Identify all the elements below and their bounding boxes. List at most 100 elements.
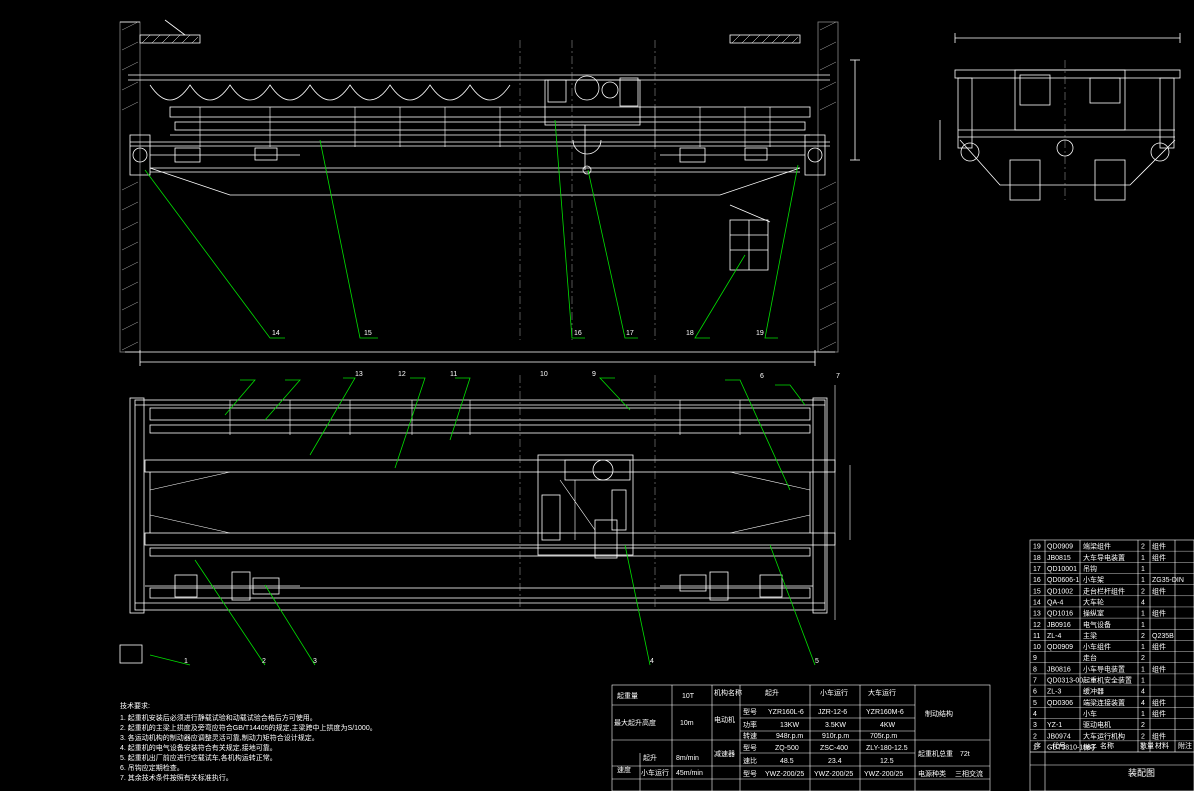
operator-cab (729, 204, 771, 271)
reducer-model-hoist: ZQ-500 (775, 745, 799, 752)
parts-row-cell: 8 (1033, 666, 1037, 673)
plan-part-labels: 13 12 11 10 9 6 7 1 2 3 4 5 (184, 371, 840, 665)
part-label-1: 1 (184, 658, 188, 665)
parts-row-cell: JB0816 (1047, 666, 1071, 673)
front-leaders (144, 119, 799, 339)
spec-label-lift-height: 最大起升高度 (614, 718, 656, 727)
parts-row-cell: 1 (1141, 666, 1145, 673)
motor-speed-hoist: 948r.p.m (776, 733, 803, 740)
parts-row-cell: 17 (1033, 566, 1041, 573)
parts-row-cell: 1 (1141, 711, 1145, 718)
technical-notes: 技术要求: 1. 起重机安装后必须进行静载试验和动载试验合格后方可使用。 2. … (120, 701, 377, 782)
parts-row-cell: QD1016 (1047, 611, 1073, 618)
parts-row-cell: 操纵室 (1083, 609, 1104, 618)
parts-row-cell: 13 (1033, 611, 1041, 618)
part-label-13: 13 (355, 371, 363, 378)
part-label-19: 19 (756, 330, 764, 337)
parts-row-cell: 主梁 (1083, 631, 1097, 640)
parts-row-cell: 10 (1033, 644, 1041, 651)
notes-title: 技术要求: (120, 701, 150, 710)
parts-row-cell: 组件 (1152, 553, 1166, 562)
travel-drive-right (660, 147, 805, 163)
motor-power-bridge: 4KW (880, 722, 896, 729)
part-label-14: 14 (272, 330, 280, 337)
brake-model-trolley: YWZ-200/25 (814, 771, 853, 778)
parts-row-cell: 1 (1033, 745, 1037, 752)
parts-row-cell: 小车 (1083, 709, 1097, 718)
part-label-6: 6 (760, 373, 764, 380)
motor-speed-bridge: 705r.p.m (870, 733, 897, 740)
parts-row-cell: QD0606-1 (1047, 577, 1079, 584)
part-label-10: 10 (540, 371, 548, 378)
parts-row-cell: 小车架 (1083, 575, 1104, 584)
plan-view (119, 375, 851, 664)
part-label-3: 3 (313, 658, 317, 665)
parts-row-cell: 9 (1033, 655, 1037, 662)
parts-header-material: 材料 (1155, 741, 1169, 750)
parts-row-cell: 组件 (1152, 664, 1166, 673)
parts-row-cell: 4 (1141, 700, 1145, 707)
brake-row-model: 型号 (743, 769, 757, 778)
parts-row-cell: 走台 (1083, 653, 1097, 662)
parts-row-cell: 2 (1141, 722, 1145, 729)
travel-drive-left (150, 147, 300, 163)
spec-value-capacity: 10T (682, 693, 695, 700)
parts-row-cell: 组件 (1152, 731, 1166, 740)
motor-power-trolley: 3.5KW (825, 722, 846, 729)
parts-row-cell: 5 (1033, 700, 1037, 707)
parts-row-cell: 1 (1141, 555, 1145, 562)
parts-row-cell: 组件 (1152, 709, 1166, 718)
spec-value-lift-height: 10m (680, 720, 694, 727)
parts-row-cell: 组件 (1152, 698, 1166, 707)
parts-row-cell: 大车导电装置 (1083, 553, 1125, 562)
parts-row-cell: 7 (1033, 678, 1037, 685)
brake-model-hoist: YWZ-200/25 (765, 771, 804, 778)
spec-label-speed: 速度 (617, 765, 631, 774)
spec-weight-value: 72t (960, 751, 970, 758)
parts-header-code: 代号 (1052, 741, 1066, 750)
parts-row-cell: 吊钩 (1083, 564, 1097, 573)
roof-hatch-right (729, 34, 801, 44)
parts-row-cell: 1 (1141, 566, 1145, 573)
parts-row-cell: 1 (1141, 577, 1145, 584)
parts-row-cell: QD10001 (1047, 566, 1077, 573)
parts-row-cell: QD0306 (1047, 700, 1073, 707)
parts-row-cell: 11 (1033, 633, 1040, 640)
parts-row-cell: QA-4 (1047, 599, 1063, 606)
left-building-wall (119, 21, 141, 353)
spec-power-type-value: 三相交流 (955, 769, 983, 778)
spec-header-trolley: 小车运行 (820, 688, 848, 697)
part-label-7: 7 (836, 373, 840, 380)
parts-row-cell: 18 (1033, 555, 1041, 562)
spec-header-bridge: 大车运行 (868, 688, 896, 697)
part-label-18: 18 (686, 330, 694, 337)
note-line: 2. 起重机的主梁上拱度及旁弯应符合GB/T14405的规定,主梁跨中上拱度为S… (120, 723, 377, 732)
part-label-15: 15 (364, 330, 372, 337)
parts-row-cell: 4 (1141, 599, 1145, 606)
motor-speed-trolley: 910r.p.m (822, 733, 849, 740)
parts-row-cell: 6 (1033, 689, 1037, 696)
spec-value-trolley-speed: 45m/min (676, 770, 703, 777)
front-elevation-view (119, 19, 860, 366)
note-line: 5. 起重机出厂前应进行空载试车,各机构运转正常。 (120, 753, 277, 762)
front-part-labels: 14 15 16 17 18 19 (272, 330, 764, 337)
parts-row-cell: 1 (1141, 611, 1145, 618)
parts-row-cell: 端梁组件 (1083, 542, 1111, 551)
festoon-cable (149, 84, 511, 101)
parts-row-cell: 16 (1033, 577, 1041, 584)
spec-label-capacity: 起重量 (617, 692, 638, 700)
parts-row-cell: QD0313-00 (1047, 678, 1083, 685)
parts-row-cell: 驱动电机 (1083, 720, 1111, 729)
reducer-group-label: 减速器 (714, 749, 735, 758)
parts-header-qty: 数量 (1140, 741, 1154, 750)
parts-row-cell: ZL-3 (1047, 689, 1062, 696)
part-label-5: 5 (815, 658, 819, 665)
parts-row-cell: JB0916 (1047, 622, 1071, 629)
assembly-drawing-title: 装配图 (1128, 767, 1155, 778)
travel-drive-plan-left (145, 571, 300, 601)
spec-table-text: 起重量 10T 最大起升高度 10m 速度 起升 8m/min 小车运行 45m… (614, 688, 983, 778)
motor-model-trolley: JZR-12-6 (818, 709, 847, 716)
reducer-row-ratio: 速比 (743, 756, 757, 765)
